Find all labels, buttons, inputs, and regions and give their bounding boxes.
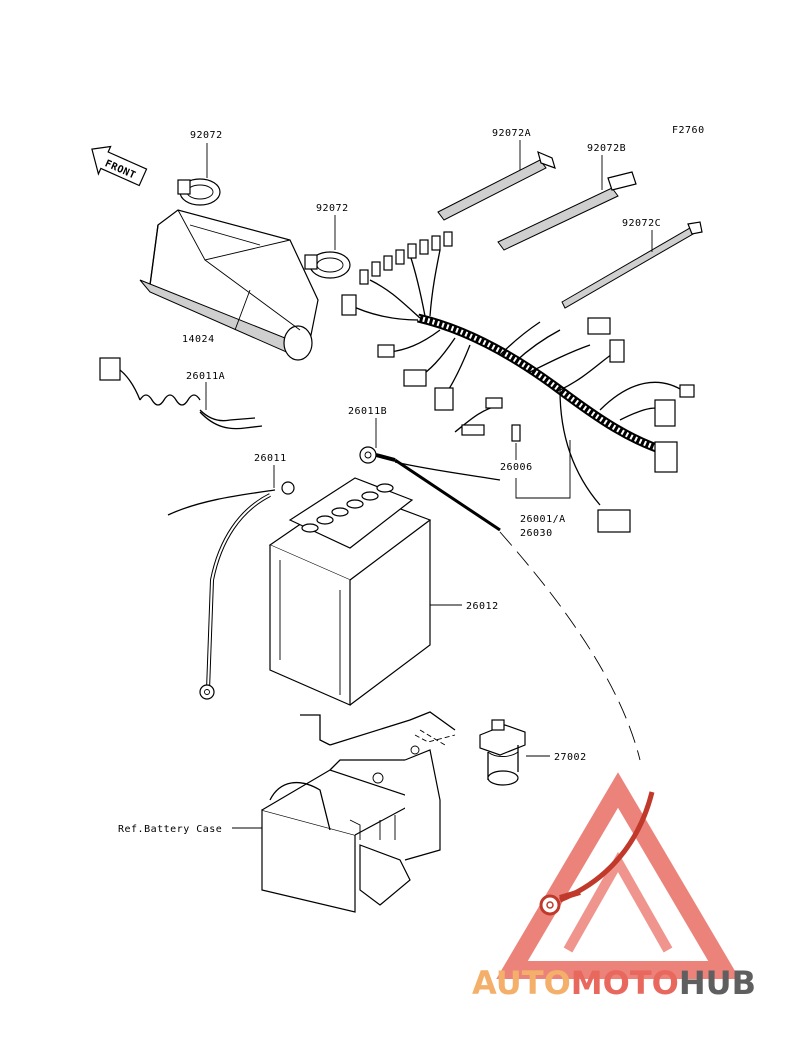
label-26006: 26006 bbox=[500, 462, 533, 473]
label-26011a: 26011A bbox=[186, 371, 225, 382]
label-92072-mid: 92072 bbox=[316, 203, 349, 214]
label-26011: 26011 bbox=[254, 453, 287, 464]
watermark-moto: MOTO bbox=[571, 964, 679, 1002]
lead-b-part bbox=[359, 446, 641, 761]
label-92072a: 92072A bbox=[492, 128, 531, 139]
lead-a-part bbox=[99, 357, 263, 430]
clamp-mid-part bbox=[304, 251, 351, 279]
watermark-logo bbox=[496, 772, 740, 979]
relay-part bbox=[479, 719, 526, 786]
red-ground-lead bbox=[539, 791, 655, 916]
watermark-auto: AUTO bbox=[472, 964, 571, 1002]
watermark-text: AUTOMOTOHUB bbox=[472, 964, 756, 1002]
label-27002: 27002 bbox=[554, 752, 587, 763]
band-a-part bbox=[437, 150, 556, 221]
main-harness-part bbox=[341, 231, 695, 533]
figure-code: F2760 bbox=[672, 125, 705, 136]
watermark-hub: HUB bbox=[679, 964, 756, 1002]
label-26012: 26012 bbox=[466, 601, 499, 612]
label-92072b: 92072B bbox=[587, 143, 626, 154]
label-92072c: 92072C bbox=[622, 218, 661, 229]
battery-case-part bbox=[261, 711, 456, 913]
band-c-part bbox=[561, 221, 703, 309]
label-14024: 14024 bbox=[182, 334, 215, 345]
battery-part bbox=[268, 477, 432, 706]
label-26011b: 26011B bbox=[348, 406, 387, 417]
label-26030: 26030 bbox=[520, 528, 553, 539]
label-26001a: 26001/A bbox=[520, 514, 566, 525]
fuse-part bbox=[511, 424, 521, 442]
lead-plain-part bbox=[167, 481, 295, 700]
label-battery-case: Ref.Battery Case bbox=[118, 824, 222, 835]
front-arrow-icon: FRONT bbox=[91, 145, 148, 187]
clamp-top-part bbox=[177, 178, 221, 206]
label-92072-top: 92072 bbox=[190, 130, 223, 141]
cover-part bbox=[139, 209, 319, 361]
band-b-part bbox=[497, 171, 637, 251]
